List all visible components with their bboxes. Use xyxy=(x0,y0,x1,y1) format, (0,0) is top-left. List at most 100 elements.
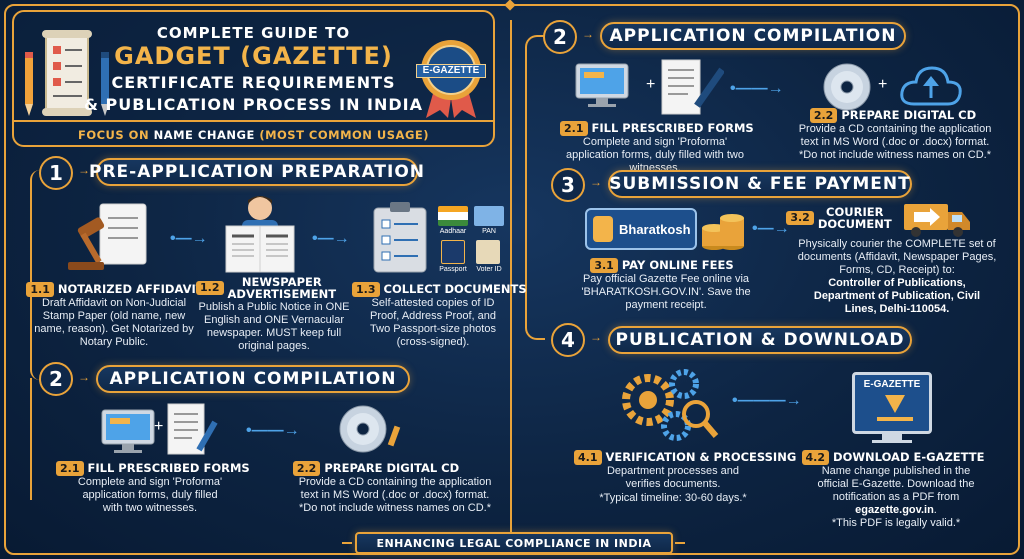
form-pen-icon xyxy=(167,403,218,455)
step-4-1-note: *Typical timeline: 30-60 days.* xyxy=(599,492,747,504)
form-pen-icon-right xyxy=(661,59,724,115)
step-1-2-title: 1.2NewspaperAdvertisement xyxy=(196,276,336,300)
footer-line-right xyxy=(675,542,685,544)
step-4-2-link[interactable]: egazette.gov.in xyxy=(855,504,934,516)
step-4-2-badge: 4.2 xyxy=(801,450,830,465)
step-1-2-badge: 1.2 xyxy=(196,281,224,295)
left-step-2-2-badge: 2.2 xyxy=(292,461,321,476)
e-gazette-badge-label: E-GAZETTE xyxy=(416,64,486,78)
flow-arrow-2-1-to-2-2-right: •——→ xyxy=(730,80,784,97)
cursor-icon xyxy=(387,425,401,447)
step-3-2-address: Controller of Publications, Department o… xyxy=(813,277,981,315)
left-step-2-2-text: Provide a CD containing the application … xyxy=(298,476,492,514)
step-3-1-text: Pay official Gazette Fee online via 'BHA… xyxy=(581,273,751,311)
step-1-2-text: Publish a Public Notice in ONE English a… xyxy=(198,301,350,352)
e-gazette-badge-icon xyxy=(421,40,481,118)
right-section2-title: Application Compilation xyxy=(600,22,906,50)
left-section2-arrow-tag: → xyxy=(78,370,90,384)
left-step-2-2-label: Prepare Digital CD xyxy=(324,461,460,475)
flow-arrow-2-1-to-2-2-left: •——→ xyxy=(246,422,300,439)
scroll-icon xyxy=(42,30,92,116)
left-section2-title: Application Compilation xyxy=(96,365,410,393)
footer-banner: Enhancing Legal Compliance in India xyxy=(355,532,673,554)
left-section2-number: 2 xyxy=(39,362,73,396)
pen-icon xyxy=(101,52,109,116)
right-step-2-2-title: 2.2Prepare Digital CD xyxy=(800,108,986,123)
flow-arrow-1-1-to-1-2: •—→ xyxy=(170,230,208,247)
left-step-2-2-title: 2.2Prepare Digital CD xyxy=(286,461,466,476)
voter-id-label: Voter ID xyxy=(476,266,502,273)
right-connector xyxy=(525,35,545,340)
left-step-2-1-label: Fill Prescribed Forms xyxy=(87,461,250,475)
step-3-2-text: Physically courier the COMPLETE set of d… xyxy=(797,238,997,276)
monitor-icon xyxy=(101,409,155,453)
flow-arrow-4-1-to-4-2: •———→ xyxy=(732,392,802,409)
download-tray xyxy=(877,417,913,421)
pencil-icon xyxy=(25,52,33,116)
step-4-2-label: Download E-Gazette xyxy=(833,450,985,464)
step-3-1-badge: 3.1 xyxy=(590,258,618,273)
monitor-stand xyxy=(882,434,902,440)
focus-prefix: Focus on xyxy=(77,128,154,142)
plus-icon-right-1: + xyxy=(646,76,656,93)
gavel-icon xyxy=(68,203,147,270)
checklist-clipboard-icon xyxy=(373,202,427,273)
section1-number: 1 xyxy=(39,156,73,190)
cd-icon-left xyxy=(339,405,387,453)
voter-id-icon xyxy=(476,240,500,264)
download-icon xyxy=(885,395,905,413)
courier-truck-icon xyxy=(904,204,970,237)
monitor-icon-right xyxy=(575,63,629,107)
step-1-3-label: Collect Documents xyxy=(383,282,527,296)
coins-icon xyxy=(702,214,744,250)
e-gazette-monitor-label: E-GAZETTE xyxy=(863,379,921,390)
header-line-4: & Publication Process in India xyxy=(84,95,423,114)
step-3-2-title: 3.2CourierDocument xyxy=(784,206,894,230)
right-section2-arrow-tag: → xyxy=(582,27,594,41)
step-1-3-title: 1.3Collect Documents xyxy=(352,282,527,297)
footer-line-left xyxy=(342,542,352,544)
cloud-upload-icon xyxy=(900,66,962,106)
step-4-2-text: Name change published in the official E-… xyxy=(806,465,986,517)
right-step-2-2-text: Provide a CD containing the application … xyxy=(798,123,992,161)
plus-icon-left: + xyxy=(154,418,164,435)
left-connector-2 xyxy=(30,378,32,500)
step-1-3-badge: 1.3 xyxy=(352,282,380,297)
section1-arrow-tag: → xyxy=(78,163,90,177)
step-4-2-body: Name change published in the official E-… xyxy=(817,465,975,503)
step-4-1-text: Department processes and verifies docume… xyxy=(606,465,740,490)
left-step-2-1-badge: 2.1 xyxy=(56,461,84,476)
step-1-1-text: Draft Affidavit on Non-Judicial Stamp Pa… xyxy=(34,297,194,348)
right-step-2-1-label: Fill Prescribed Forms xyxy=(591,121,754,135)
step-4-1-title: 4.1Verification & Processing xyxy=(574,450,796,465)
focus-highlight: Name Change xyxy=(153,128,255,142)
step-3-1-title: 3.1Pay Online Fees xyxy=(572,258,752,273)
right-step-2-1-badge: 2.1 xyxy=(560,121,588,136)
monitor-base xyxy=(872,440,912,443)
mid-vertical-connector xyxy=(510,20,512,380)
emblem-icon xyxy=(593,216,613,242)
right-section2-number: 2 xyxy=(543,20,577,54)
header-line-3: Certificate Requirements xyxy=(111,73,396,92)
header-line-2: Gadget (Gazette) xyxy=(114,42,393,70)
step-4-2-note: *This PDF is legally valid.* xyxy=(831,517,961,529)
right-step-2-2-label: Prepare Digital CD xyxy=(841,108,977,122)
step-4-1-label: Verification & Processing xyxy=(605,450,797,464)
step-1-2-label-b: Advertisement xyxy=(227,287,337,301)
aadhaar-label: Aadhaar xyxy=(439,228,467,235)
header-line-1: Complete Guide to xyxy=(156,24,351,42)
section4-number: 4 xyxy=(551,323,585,357)
flow-arrow-3-1-to-3-2: •—→ xyxy=(752,220,790,237)
step-1-1-label: Notarized Affidavit xyxy=(57,282,204,296)
step-3-1-label: Pay Online Fees xyxy=(621,258,734,272)
left-step-2-1-title: 2.1Fill Prescribed Forms xyxy=(56,461,250,476)
step-4-2-period: . xyxy=(933,504,937,516)
aadhaar-card-icon xyxy=(438,206,468,226)
plus-icon-right-2: + xyxy=(878,76,888,93)
newspaper-reader-icon xyxy=(225,196,295,273)
pan-label: PAN xyxy=(482,228,496,235)
focus-divider xyxy=(14,120,493,122)
section4-arrow-tag: → xyxy=(590,330,602,344)
section3-title: Submission & Fee Payment xyxy=(608,170,912,198)
right-step-2-1-title: 2.1Fill Prescribed Forms xyxy=(560,121,754,136)
